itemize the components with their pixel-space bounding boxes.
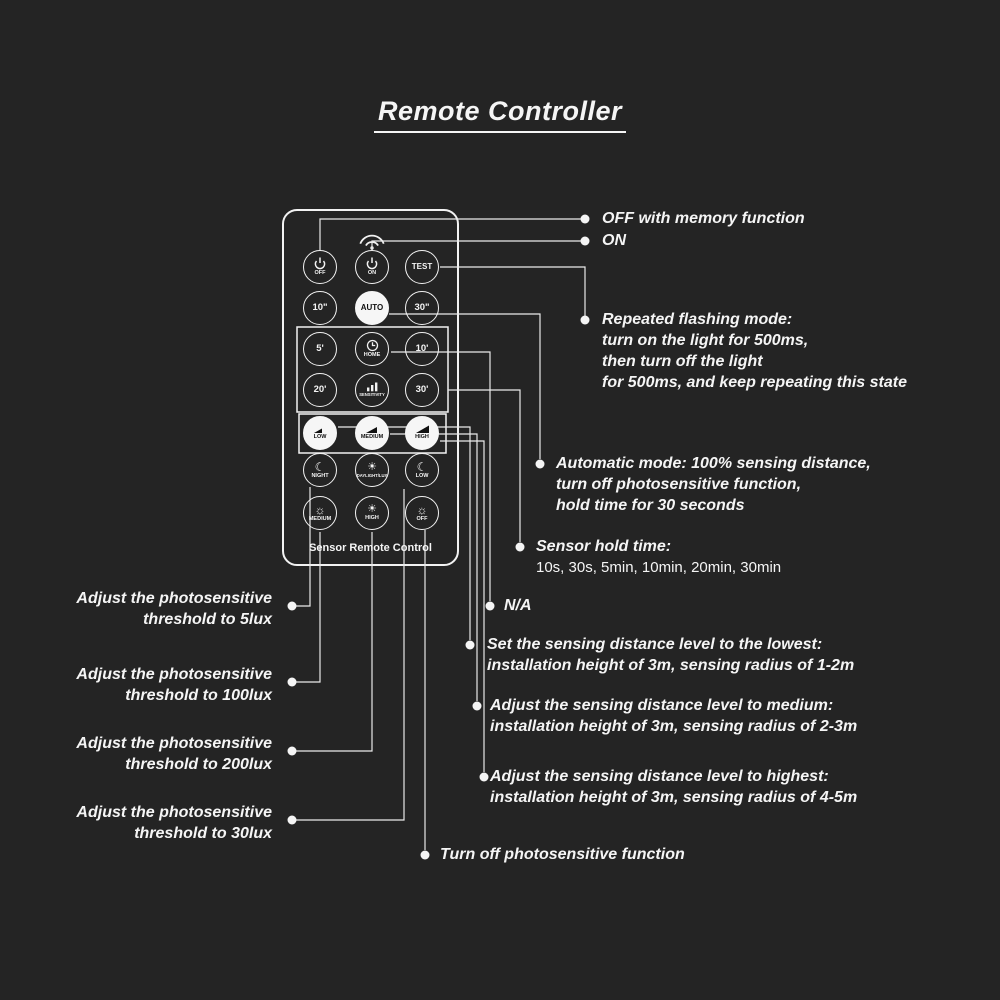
remote-button-20min: 20' [303,373,337,407]
clock-icon [366,340,378,352]
annotation-threshold-200lux: Adjust the photosensitive threshold to 2… [76,735,272,773]
button-label: SENSITIVITY [359,392,385,398]
annotation-na: N/A [504,597,532,614]
remote-button-lux-daylight: ☀ DAYLIGHT/LUX [355,453,389,487]
remote-button-on: ON [355,250,389,284]
button-label: MEDIUM [360,434,384,441]
leader-lines [296,218,586,850]
annotation-threshold-5lux: Adjust the photosensitive threshold to 5… [76,590,272,628]
button-label: LOW [313,434,327,441]
annotation-dots [287,214,590,860]
leader-lux-high [296,532,373,752]
remote-button-sensitivity: SENSITIVITY [355,373,389,407]
timer-buttons-box [296,326,449,413]
ramp-high-icon [415,425,429,434]
moon-icon: ☾ [416,459,428,474]
button-label: OFF [314,270,326,277]
remote-button-lux-night: ☾ NIGHT [303,453,337,487]
leader-on [371,240,581,250]
annotation-level-lowest: Set the sensing distance level to the lo… [487,636,855,674]
button-label: ON [367,270,377,277]
remote-button-30min: 30' [405,373,439,407]
remote-button-10s: 10" [303,291,337,325]
button-label: 10" [312,302,328,314]
button-label: 30' [415,384,429,396]
remote-button-level-high: HIGH [405,416,439,450]
moon-icon: ☾ [314,459,326,474]
annotation-off-memory: OFF with memory function [602,210,805,227]
annotation-threshold-30lux: Adjust the photosensitive threshold to 3… [76,804,272,842]
button-label: MEDIUM [308,515,332,522]
remote-button-lux-high: ☀ HIGH [355,496,389,530]
button-label: DAYLIGHT/LUX [356,472,388,478]
sun-icon: ☀ [367,503,377,516]
leader-lux-low [296,489,405,821]
leader-off [319,218,581,251]
button-label: TEST [411,262,433,271]
annotation-level-medium: Adjust the sensing distance level to med… [490,697,858,735]
page-title: Remote Controller [0,96,1000,133]
remote-button-5min: 5' [303,332,337,366]
annotation-automatic-mode: Automatic mode: 100% sensing distance, t… [556,455,871,514]
sun-outline-icon: ☼ [314,502,326,517]
button-label: HOME [363,352,381,359]
remote-button-off: OFF [303,250,337,284]
annotation-flashing-mode: Repeated flashing mode: turn on the ligh… [602,311,907,391]
remote-button-level-medium: MEDIUM [355,416,389,450]
remote-footer-label: Sensor Remote Control [309,542,432,554]
button-label: LOW [415,472,429,479]
leader-lux-medium [296,532,321,683]
leader-level-high [440,440,485,772]
button-label: OFF [416,515,428,522]
leader-test [440,266,586,316]
remote-body-outline [282,209,459,566]
annotation-photo-off: Turn off photosensitive function [440,846,685,863]
remote-button-lux-off: ☼ OFF [405,496,439,530]
remote-button-home: HOME [355,332,389,366]
button-label: HIGH [415,434,429,441]
annotation-level-highest: Adjust the sensing distance level to hig… [490,768,858,806]
remote-button-10min: 10' [405,332,439,366]
power-icon [314,257,326,270]
leader-auto [389,313,541,459]
power-icon [366,257,378,270]
remote-button-auto: AUTO [355,291,389,325]
button-label: 5' [316,343,324,355]
button-label: HIGH [365,515,379,522]
remote-button-30s: 30" [405,291,439,325]
annotation-hold-time: Sensor hold time: 10s, 30s, 5min, 10min,… [536,538,782,576]
sun-outline-icon: ☼ [416,502,428,517]
signal-bars-icon [366,382,377,392]
remote-button-level-low: LOW [303,416,337,450]
button-label: AUTO [360,303,384,312]
remote-button-test: TEST [405,250,439,284]
button-label: 10' [415,343,429,355]
leader-hold-time [448,389,521,542]
sun-icon: ☀ [367,460,377,473]
annotation-threshold-100lux: Adjust the photosensitive threshold to 1… [76,666,272,704]
annotation-on: ON [602,232,626,249]
button-label: 20' [313,384,327,396]
button-label: 30" [414,302,430,314]
remote-button-lux-medium: ☼ MEDIUM [303,496,337,530]
ramp-low-icon [313,428,322,434]
remote-button-lux-low: ☾ LOW [405,453,439,487]
button-label: NIGHT [311,472,329,479]
ramp-medium-icon [365,427,377,434]
